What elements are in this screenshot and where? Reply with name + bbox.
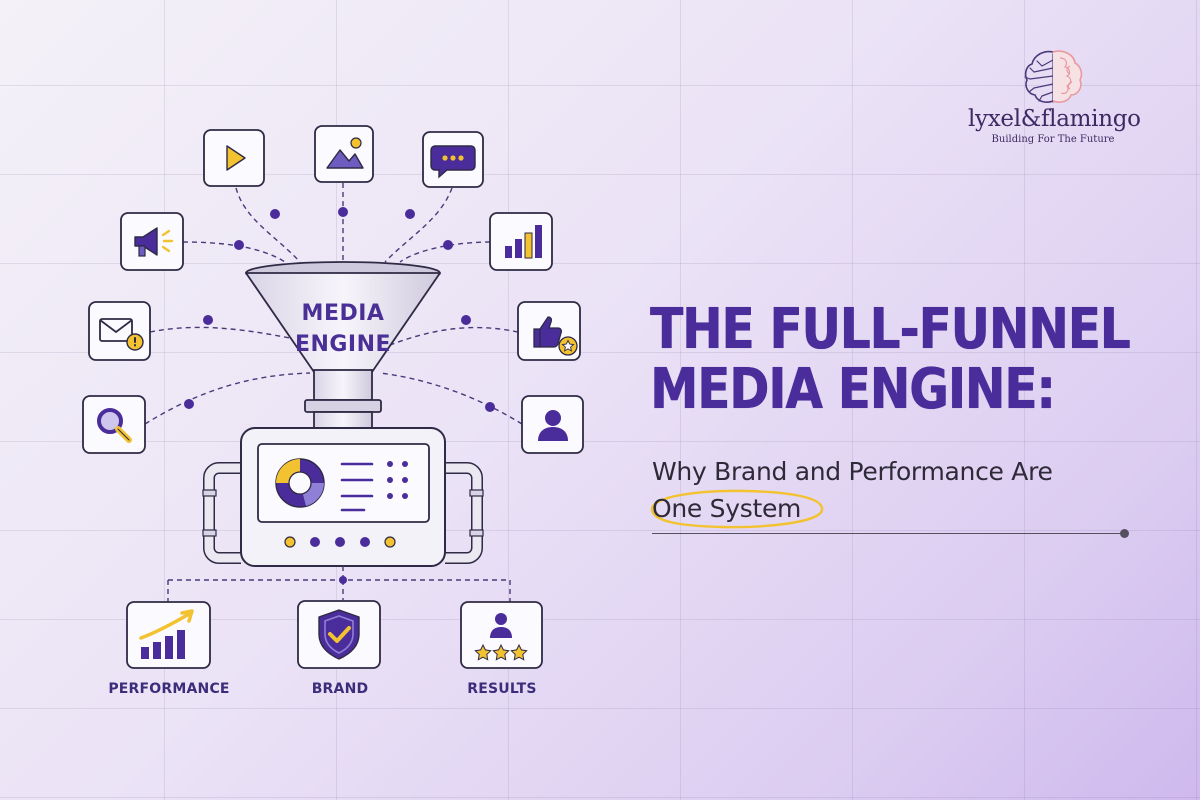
headline-line1: THE FULL-FUNNEL (650, 297, 1130, 362)
subtitle-line1: Why Brand and Performance Are (652, 457, 1053, 486)
shield-check-icon (297, 600, 381, 669)
search-icon (82, 395, 146, 454)
output-label-results: RESULTS (467, 681, 536, 697)
machine-knob (384, 536, 396, 548)
headline: THE FULL-FUNNEL MEDIA ENGINE: (650, 300, 1130, 420)
brand-name: lyxel&flamingo (968, 106, 1141, 132)
highlight-oval (650, 489, 824, 529)
connector-dot (339, 576, 347, 584)
email-alert-icon (88, 301, 151, 361)
connector-dots (184, 207, 495, 412)
megaphone-icon (120, 212, 184, 271)
connector-dot (461, 315, 471, 325)
user-rating-icon (460, 601, 543, 669)
connector-dot (485, 402, 495, 412)
brain-tree-logo-icon (1024, 50, 1083, 103)
chat-bubble-icon (422, 131, 484, 188)
play-video-icon (203, 129, 265, 187)
output-label-brand: BRAND (312, 681, 369, 697)
funnel: MEDIA ENGINE (245, 261, 441, 429)
funnel-label-line2: ENGINE (295, 332, 391, 357)
bar-chart-icon (489, 212, 553, 271)
subtitle-highlight: One System (652, 494, 802, 523)
machine-knob (360, 537, 370, 547)
connector-dot (270, 209, 280, 219)
funnel-label-line1: MEDIA (302, 301, 385, 326)
divider-dot (1120, 529, 1129, 538)
growth-chart-icon (126, 601, 211, 669)
connector-dot (405, 209, 415, 219)
image-icon (314, 125, 374, 183)
user-profile-icon (521, 395, 584, 454)
machine-knob (310, 537, 320, 547)
media-engine-machine (240, 427, 446, 567)
connector-dot (338, 207, 348, 217)
connector-dot (443, 240, 453, 250)
subtitle: Why Brand and Performance Are One System (650, 453, 1053, 529)
connector-dot (184, 399, 194, 409)
connector-dot (203, 315, 213, 325)
headline-line2: MEDIA ENGINE: (650, 357, 1056, 422)
output-label-performance: PERFORMANCE (108, 681, 229, 697)
connector-dot (234, 240, 244, 250)
subtitle-highlight-wrap: One System (650, 489, 824, 529)
machine-knob (335, 537, 345, 547)
thumbs-up-star-icon (517, 301, 581, 361)
divider-line (652, 533, 1124, 534)
brand-tagline: Building For The Future (991, 134, 1115, 145)
connector-lines (144, 183, 523, 425)
output-connector (167, 566, 511, 602)
brand-logo-block: lyxel&flamingo Building For The Future (968, 46, 1141, 145)
machine-knob (284, 536, 296, 548)
machine-pipes (202, 462, 484, 564)
